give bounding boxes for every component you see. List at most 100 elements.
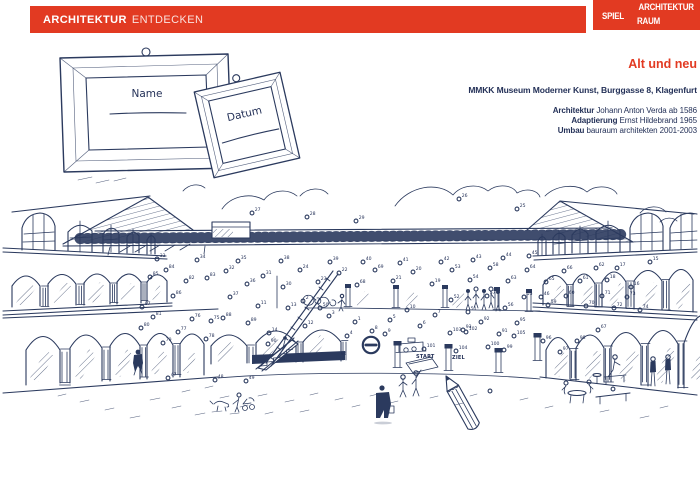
puzzle-dot-number: 53 bbox=[455, 264, 461, 270]
puzzle-dot-number: 94 bbox=[341, 351, 347, 357]
puzzle-dot bbox=[147, 274, 153, 280]
puzzle-dot-number: 69 bbox=[378, 264, 384, 270]
puzzle-dot bbox=[189, 316, 195, 322]
puzzle-dot bbox=[526, 253, 532, 259]
puzzle-dot bbox=[456, 196, 462, 202]
puzzle-dot-number: 61 bbox=[583, 275, 589, 281]
puzzle-dot-number: 26 bbox=[462, 193, 468, 199]
puzzle-dot-number: 7 bbox=[438, 309, 441, 315]
puzzle-dot-number: 32 bbox=[229, 265, 235, 271]
puzzle-dot-number: 28 bbox=[310, 211, 316, 217]
puzzle-dot-number: 89 bbox=[251, 317, 257, 323]
puzzle-dot bbox=[243, 378, 249, 384]
puzzle-dot bbox=[194, 257, 200, 263]
puzzle-dot bbox=[352, 319, 358, 325]
puzzle-dot bbox=[611, 305, 617, 311]
puzzle-dot bbox=[280, 284, 286, 290]
puzzle-dot bbox=[429, 281, 435, 287]
puzzle-dot-number: 15 bbox=[653, 256, 659, 262]
puzzle-dot-number: 56 bbox=[508, 302, 514, 308]
clouds-doodle bbox=[182, 184, 678, 223]
puzzle-dot bbox=[595, 327, 601, 333]
page-title: Alt und neu bbox=[628, 57, 697, 71]
puzzle-dot bbox=[453, 348, 459, 354]
puzzle-dot bbox=[327, 259, 333, 265]
puzzle-dot bbox=[297, 267, 303, 273]
puzzle-dot bbox=[300, 298, 306, 304]
puzzle-dot-number: 104 bbox=[459, 345, 468, 351]
puzzle-dot bbox=[390, 278, 396, 284]
puzzle-dot bbox=[397, 260, 403, 266]
puzzle-dot bbox=[255, 303, 261, 309]
puzzle-dot bbox=[545, 302, 551, 308]
puzzle-dot-number: 35 bbox=[241, 255, 247, 261]
puzzle-dot-number: 75 bbox=[214, 315, 220, 321]
puzzle-dot-number: 52 bbox=[454, 294, 460, 300]
puzzle-dot-number: 14 bbox=[272, 327, 278, 333]
puzzle-dot bbox=[561, 268, 567, 274]
puzzle-dot-number: 73 bbox=[630, 291, 636, 297]
puzzle-dot-number: 85 bbox=[153, 271, 159, 277]
puzzle-dot bbox=[212, 377, 218, 383]
info-block: Alt und neu MMKK Museum Moderner Kunst, … bbox=[468, 57, 697, 136]
puzzle-dot bbox=[511, 333, 517, 339]
puzzle-dot bbox=[487, 265, 493, 271]
puzzle-dot-number: 11 bbox=[261, 300, 267, 306]
puzzle-dot bbox=[260, 273, 266, 279]
puzzle-dot-number: 2 bbox=[306, 295, 309, 301]
puzzle-dot bbox=[387, 317, 393, 323]
puzzle-dot bbox=[487, 388, 493, 394]
puzzle-dot bbox=[382, 331, 388, 337]
brand-subtitle: ENTDECKEN bbox=[131, 13, 204, 26]
puzzle-dot-number: 8 bbox=[375, 325, 378, 331]
puzzle-dot bbox=[336, 270, 342, 276]
puzzle-dot-number: 54 bbox=[473, 274, 479, 280]
puzzle-dot-number: 74 bbox=[643, 304, 649, 310]
puzzle-dot bbox=[447, 330, 453, 336]
puzzle-dot-number: 57 bbox=[490, 290, 496, 296]
puzzle-dot-number: 42 bbox=[444, 256, 450, 262]
puzzle-dot bbox=[432, 312, 438, 318]
puzzle-dot-number: 59 bbox=[551, 299, 557, 305]
puzzle-dot bbox=[543, 279, 549, 285]
puzzle-dot bbox=[410, 269, 416, 275]
puzzle-dot-number: 18 bbox=[610, 274, 616, 280]
puzzle-dot-number: 27 bbox=[255, 207, 261, 213]
puzzle-dot bbox=[244, 281, 250, 287]
puzzle-dot bbox=[175, 329, 181, 335]
puzzle-dot bbox=[223, 268, 229, 274]
puzzle-dot bbox=[563, 293, 569, 299]
puzzle-dot bbox=[470, 257, 476, 263]
puzzle-dot-number: 83 bbox=[210, 272, 216, 278]
puzzle-dot-number: 95 bbox=[520, 317, 526, 323]
puzzle-dot-number: 47 bbox=[171, 372, 177, 378]
puzzle-dot-number: 96 bbox=[546, 335, 552, 341]
puzzle-dot-number: 49 bbox=[249, 375, 255, 381]
puzzle-dot-number: 90 bbox=[271, 338, 277, 344]
puzzle-dot bbox=[505, 278, 511, 284]
puzzle-dot bbox=[496, 331, 502, 337]
puzzle-dot bbox=[150, 314, 156, 320]
puzzle-dot bbox=[317, 305, 323, 311]
brand-title: ARCHITEKTUR bbox=[43, 13, 127, 26]
puzzle-dot-number: 80 bbox=[144, 322, 150, 328]
puzzle-dot bbox=[604, 277, 610, 283]
puzzle-dot-number: 68 bbox=[360, 279, 366, 285]
puzzle-dot-number: 65 bbox=[549, 276, 555, 282]
puzzle-dot bbox=[637, 307, 643, 313]
puzzle-dot-number: 99 bbox=[507, 344, 513, 350]
puzzle-dot-number: 34 bbox=[200, 254, 206, 260]
puzzle-dot-number: 25 bbox=[520, 203, 526, 209]
puzzle-dot-number: 82 bbox=[189, 275, 195, 281]
puzzle-dot bbox=[285, 305, 291, 311]
left-arcade-building bbox=[2, 212, 219, 394]
credit-umbau: Umbau bauraum architekten 2001-2003 bbox=[557, 126, 697, 135]
puzzle-dot-number: 9 bbox=[388, 328, 391, 334]
puzzle-dot bbox=[245, 320, 251, 326]
puzzle-dot-number: 45 bbox=[532, 250, 538, 256]
puzzle-dot-number: 63 bbox=[511, 275, 517, 281]
puzzle-dot bbox=[154, 256, 160, 262]
cafe-people bbox=[561, 354, 671, 405]
